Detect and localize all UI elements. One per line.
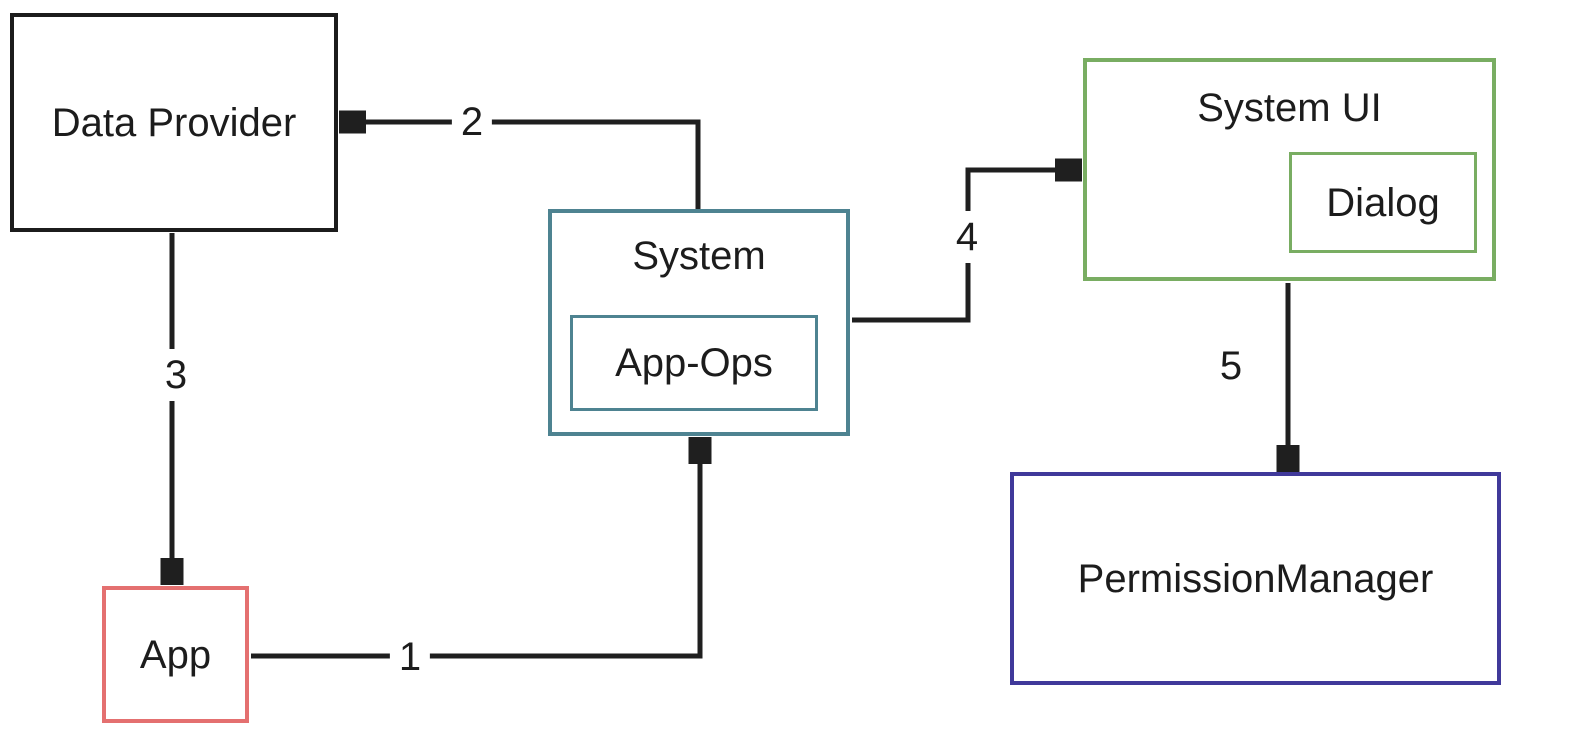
node-permission-manager-label: PermissionManager	[1077, 556, 1434, 601]
node-dialog: Dialog	[1289, 152, 1477, 253]
node-dialog-label: Dialog	[1326, 180, 1440, 225]
node-data-provider: Data Provider	[10, 13, 338, 232]
edge-label-4: 4	[952, 211, 982, 263]
arrow-2-system-to-data-provider	[343, 122, 701, 211]
node-system-ui: System UI Dialog	[1083, 58, 1496, 281]
node-app-ops-label: App-Ops	[615, 341, 773, 385]
edge-label-2: 2	[451, 102, 493, 142]
node-app-label: App	[139, 632, 212, 677]
node-app-ops: App-Ops	[570, 315, 818, 411]
edge-label-3: 3	[161, 349, 191, 401]
node-system: System App-Ops	[548, 209, 850, 436]
node-permission-manager: PermissionManager	[1010, 472, 1501, 685]
node-system-label: System	[632, 234, 766, 278]
edge-label-5: 5	[1217, 344, 1245, 388]
node-system-ui-label: System UI	[1197, 86, 1382, 130]
node-data-provider-label: Data Provider	[51, 100, 297, 145]
arrow-1-app-to-system	[251, 441, 700, 659]
edge-label-1: 1	[389, 637, 431, 677]
node-app: App	[102, 586, 249, 723]
